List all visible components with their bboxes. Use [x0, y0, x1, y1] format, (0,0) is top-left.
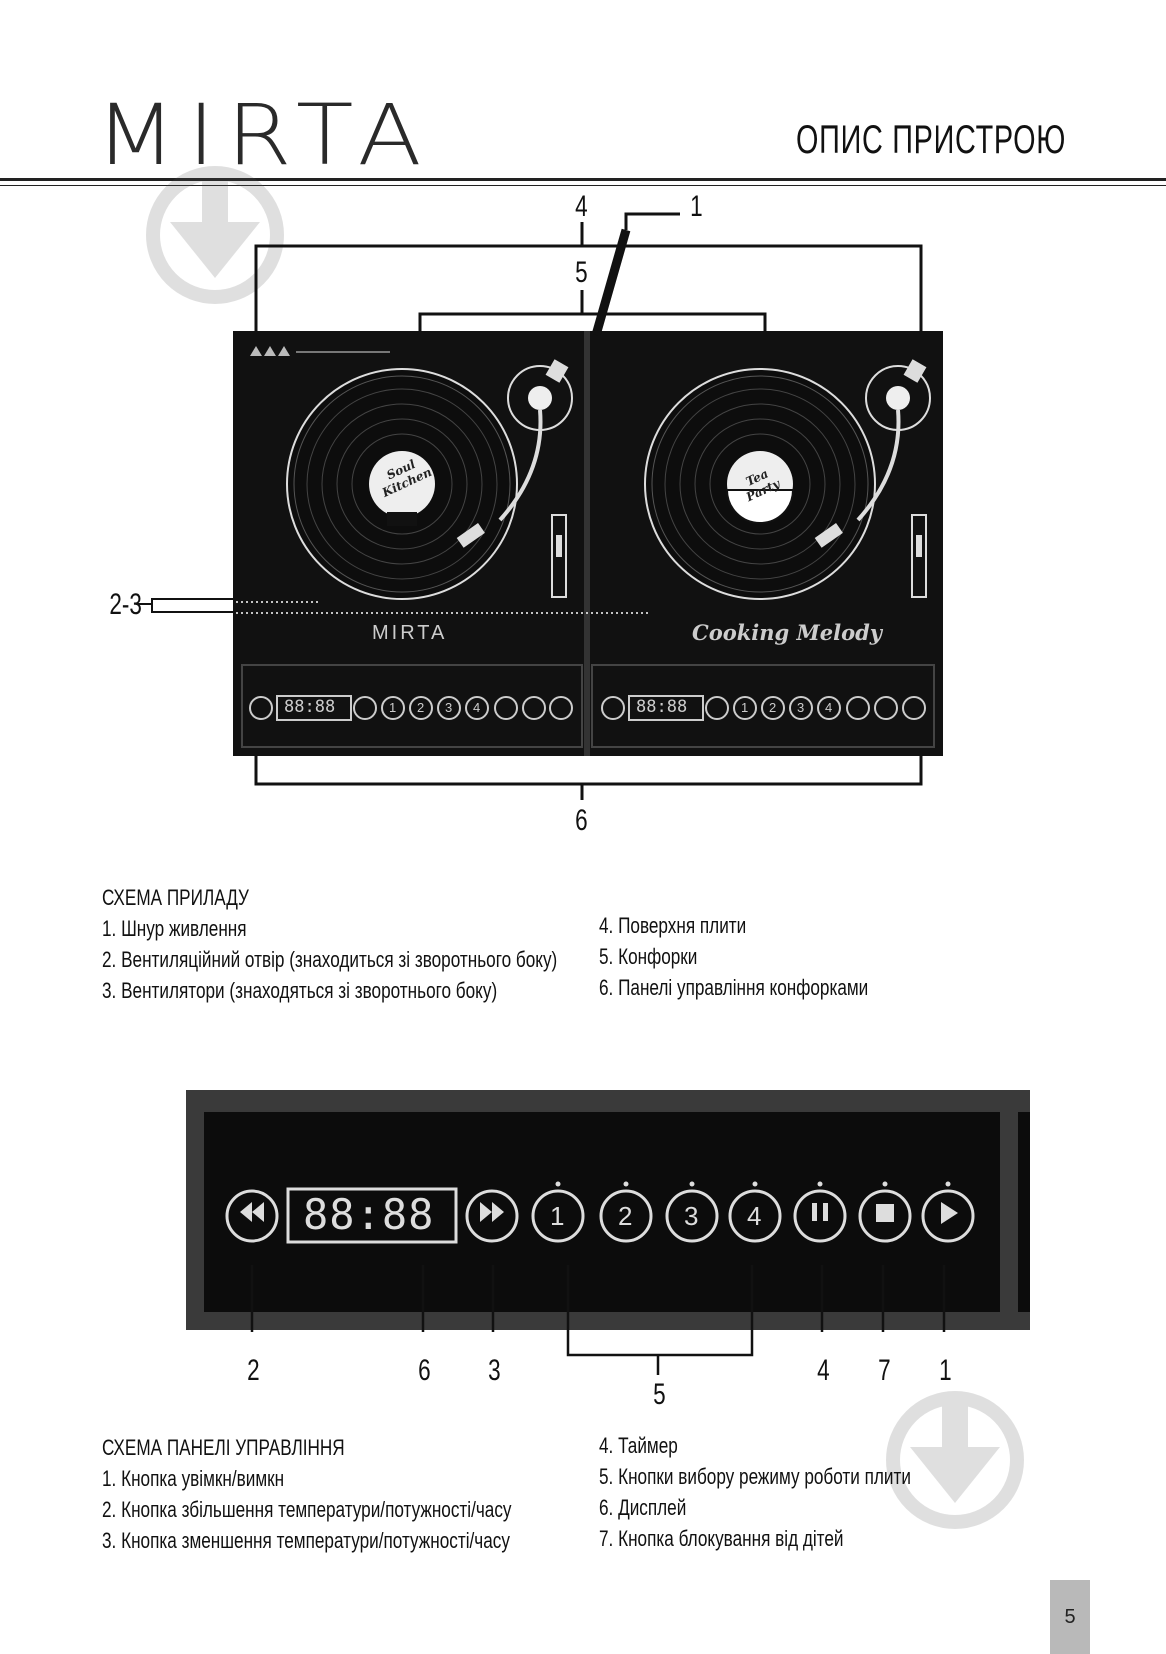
callout-label: 2-3 [109, 588, 142, 621]
download-watermark-icon [146, 166, 284, 304]
cooktop-diagram [136, 212, 935, 800]
mode-button-4: 4 [473, 700, 481, 715]
right-display-readout: 88:88 [636, 697, 688, 717]
device-scheme-item: 5. Конфорки [599, 944, 698, 969]
callout-label: 6 [575, 804, 588, 837]
panel-scheme-item: 2. Кнопка збільшення температури/потужно… [102, 1497, 512, 1522]
control-panel-diagram [186, 1090, 1030, 1375]
panel-callout: 7 [878, 1354, 891, 1387]
panel-mode-button-3: 3 [684, 1201, 699, 1231]
mode-button-2: 2 [769, 700, 777, 715]
header-divider-thin [0, 185, 1166, 186]
callout-label: 5 [575, 256, 588, 289]
panel-scheme-heading: СХЕМА ПАНЕЛІ УПРАВЛІННЯ [102, 1435, 345, 1460]
mode-button-3: 3 [445, 700, 453, 715]
download-watermark-icon [886, 1391, 1024, 1529]
device-scheme-item: 1. Шнур живлення [102, 916, 247, 941]
panel-callout: 1 [939, 1354, 952, 1387]
panel-callout: 5 [653, 1378, 666, 1411]
panel-display-readout: 88:88 [303, 1190, 435, 1239]
mode-button-3: 3 [797, 700, 805, 715]
device-scheme-item: 4. Поверхня плити [599, 913, 747, 938]
panel-mode-button-4: 4 [747, 1201, 762, 1231]
mode-button-4: 4 [825, 700, 833, 715]
panel-mode-button-1: 1 [550, 1201, 565, 1231]
panel-scheme-item: 7. Кнопка блокування від дітей [599, 1526, 844, 1551]
header-divider [0, 178, 1166, 181]
panel-scheme-item: 1. Кнопка увімкн/вимкн [102, 1466, 285, 1491]
panel-callout: 4 [817, 1354, 830, 1387]
mode-button-2: 2 [417, 700, 425, 715]
panel-scheme-item: 3. Кнопка зменшення температури/потужнос… [102, 1528, 510, 1553]
page-number: 5 [1050, 1580, 1090, 1654]
panel-scheme-item: 4. Таймер [599, 1433, 678, 1458]
panel-mode-button-2: 2 [618, 1201, 633, 1231]
callout-label: 1 [690, 190, 703, 223]
device-scheme-item: 3. Вентилятори (знаходяться зі зворотньо… [102, 978, 498, 1003]
left-display-readout: 88:88 [284, 697, 336, 717]
device-scheme-heading: СХЕМА ПРИЛАДУ [102, 885, 249, 910]
brand-logo: MIRTA [95, 86, 433, 184]
device-scheme-item: 6. Панелі управління конфорками [599, 975, 869, 1000]
panel-scheme-item: 5. Кнопки вибору режиму роботи плити [599, 1464, 911, 1489]
mode-button-1: 1 [389, 700, 397, 715]
surface-slogan: Cooking Melody [692, 620, 882, 645]
panel-callout: 2 [247, 1354, 260, 1387]
panel-callout: 3 [488, 1354, 501, 1387]
device-scheme-item: 2. Вентиляційний отвір (знаходиться зі з… [102, 947, 558, 972]
surface-brand: MIRTA [372, 622, 448, 644]
callout-label: 4 [575, 190, 588, 223]
panel-callout: 6 [418, 1354, 431, 1387]
panel-scheme-item: 6. Дисплей [599, 1495, 687, 1520]
page-title: ОПИС ПРИСТРОЮ [795, 118, 1066, 162]
mode-button-1: 1 [741, 700, 749, 715]
